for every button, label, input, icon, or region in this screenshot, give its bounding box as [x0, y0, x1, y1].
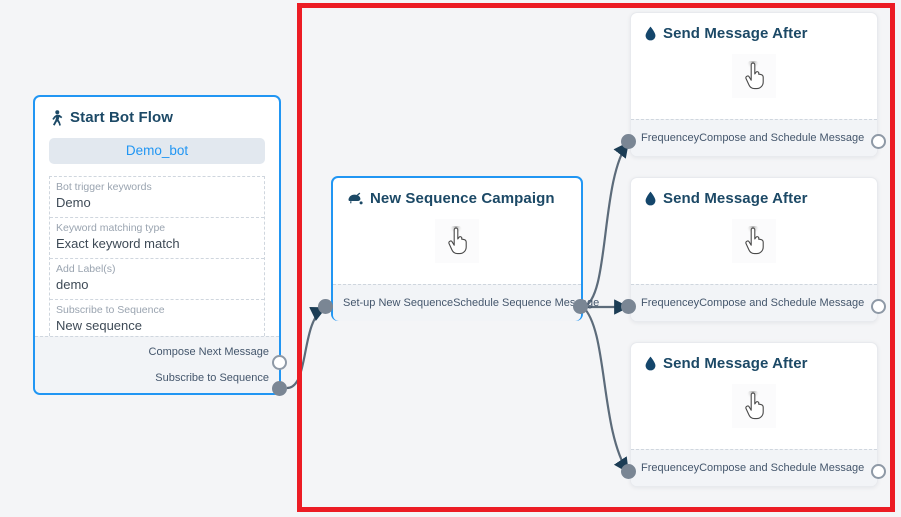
bot-chip[interactable]: Demo_bot	[49, 138, 265, 164]
send-message-after-title-2: Send Message After	[663, 190, 808, 207]
water-drop-icon	[645, 26, 656, 41]
node-new-sequence-campaign[interactable]: New Sequence Campaign Set-up New Sequenc…	[331, 176, 599, 321]
new-sequence-campaign-footer: Set-up New Sequence Schedule Sequence Me…	[333, 284, 599, 321]
start-bot-flow-title: Start Bot Flow	[70, 109, 174, 126]
running-person-icon	[49, 109, 63, 126]
port-subscribe-to-sequence[interactable]	[272, 381, 287, 396]
property-label: Add Label(s)	[56, 263, 116, 275]
send-message-after-header-3: Send Message After	[631, 343, 877, 376]
send-message-after-body-2	[631, 211, 877, 284]
node-send-message-after-2[interactable]: Send Message After Frequencey Compose an…	[630, 177, 878, 322]
edge-campaign-to-card-1	[582, 141, 629, 309]
property-label: Bot trigger keywords	[56, 181, 152, 193]
water-drop-icon	[645, 356, 656, 371]
property-value: New sequence	[56, 318, 142, 333]
property-value: Exact keyword match	[56, 236, 180, 251]
port-label-compose-next-message: Compose Next Message	[148, 346, 269, 358]
port-compose-and-schedule-message-2[interactable]	[871, 299, 886, 314]
port-label-frequencey-3: Frequencey	[641, 462, 700, 474]
send-message-after-footer-2: Frequencey Compose and Schedule Message	[631, 284, 877, 321]
port-setup-new-sequence[interactable]	[318, 299, 333, 314]
property-row[interactable]: Keyword matching type Exact keyword matc…	[50, 218, 264, 259]
port-label-compose-and-schedule-message-3: Compose and Schedule Message	[699, 462, 865, 474]
hand-pointer-icon	[732, 219, 776, 263]
hand-pointer-icon	[732, 384, 776, 428]
send-message-after-footer-3: Frequencey Compose and Schedule Message	[631, 449, 877, 486]
port-frequencey-2[interactable]	[621, 299, 636, 314]
port-compose-next-message[interactable]	[272, 355, 287, 370]
property-label: Subscribe to Sequence	[56, 304, 165, 316]
edge-campaign-to-card-3	[582, 306, 629, 474]
send-message-after-body-3	[631, 376, 877, 449]
node-send-message-after-3[interactable]: Send Message After Frequencey Compose an…	[630, 342, 878, 487]
send-message-after-footer-1: Frequencey Compose and Schedule Message	[631, 119, 877, 156]
hand-pointer-icon	[435, 219, 479, 263]
edge-start-to-campaign	[286, 307, 327, 390]
send-message-after-body-1	[631, 46, 877, 119]
start-bot-flow-properties: Bot trigger keywords Demo Keyword matchi…	[49, 176, 265, 341]
new-sequence-campaign-title: New Sequence Campaign	[370, 190, 555, 207]
port-schedule-sequence-message[interactable]	[573, 299, 588, 314]
property-value: Demo	[56, 195, 91, 210]
start-bot-flow-footer: Compose Next Message Subscribe to Sequen…	[35, 336, 279, 393]
property-row[interactable]: Add Label(s) demo	[50, 259, 264, 300]
node-send-message-after-1[interactable]: Send Message After Frequencey Compose an…	[630, 12, 878, 157]
property-row[interactable]: Bot trigger keywords Demo	[50, 177, 264, 218]
new-sequence-campaign-header: New Sequence Campaign	[333, 178, 581, 211]
water-drop-icon	[645, 191, 656, 206]
port-label-frequencey-2: Frequencey	[641, 297, 700, 309]
port-label-subscribe-to-sequence: Subscribe to Sequence	[155, 372, 269, 384]
port-label-schedule-sequence-message: Schedule Sequence Message	[453, 297, 600, 309]
property-row[interactable]: Subscribe to Sequence New sequence	[50, 300, 264, 341]
property-value: demo	[56, 277, 89, 292]
property-label: Keyword matching type	[56, 222, 166, 234]
hand-pointer-icon	[732, 54, 776, 98]
port-compose-and-schedule-message-1[interactable]	[871, 134, 886, 149]
port-label-compose-and-schedule-message-2: Compose and Schedule Message	[699, 297, 865, 309]
port-compose-and-schedule-message-3[interactable]	[871, 464, 886, 479]
send-message-after-header-2: Send Message After	[631, 178, 877, 211]
start-bot-flow-header: Start Bot Flow	[35, 97, 279, 130]
megaphone-icon	[347, 192, 363, 206]
port-label-setup-new-sequence: Set-up New Sequence	[343, 297, 454, 309]
port-frequencey-1[interactable]	[621, 134, 636, 149]
send-message-after-title-3: Send Message After	[663, 355, 808, 372]
new-sequence-campaign-body	[333, 211, 581, 284]
port-label-frequencey-1: Frequencey	[641, 132, 700, 144]
node-start-bot-flow[interactable]: Start Bot Flow Demo_bot Bot trigger keyw…	[33, 95, 281, 395]
send-message-after-header-1: Send Message After	[631, 13, 877, 46]
port-frequencey-3[interactable]	[621, 464, 636, 479]
port-label-compose-and-schedule-message-1: Compose and Schedule Message	[699, 132, 865, 144]
send-message-after-title-1: Send Message After	[663, 25, 808, 42]
